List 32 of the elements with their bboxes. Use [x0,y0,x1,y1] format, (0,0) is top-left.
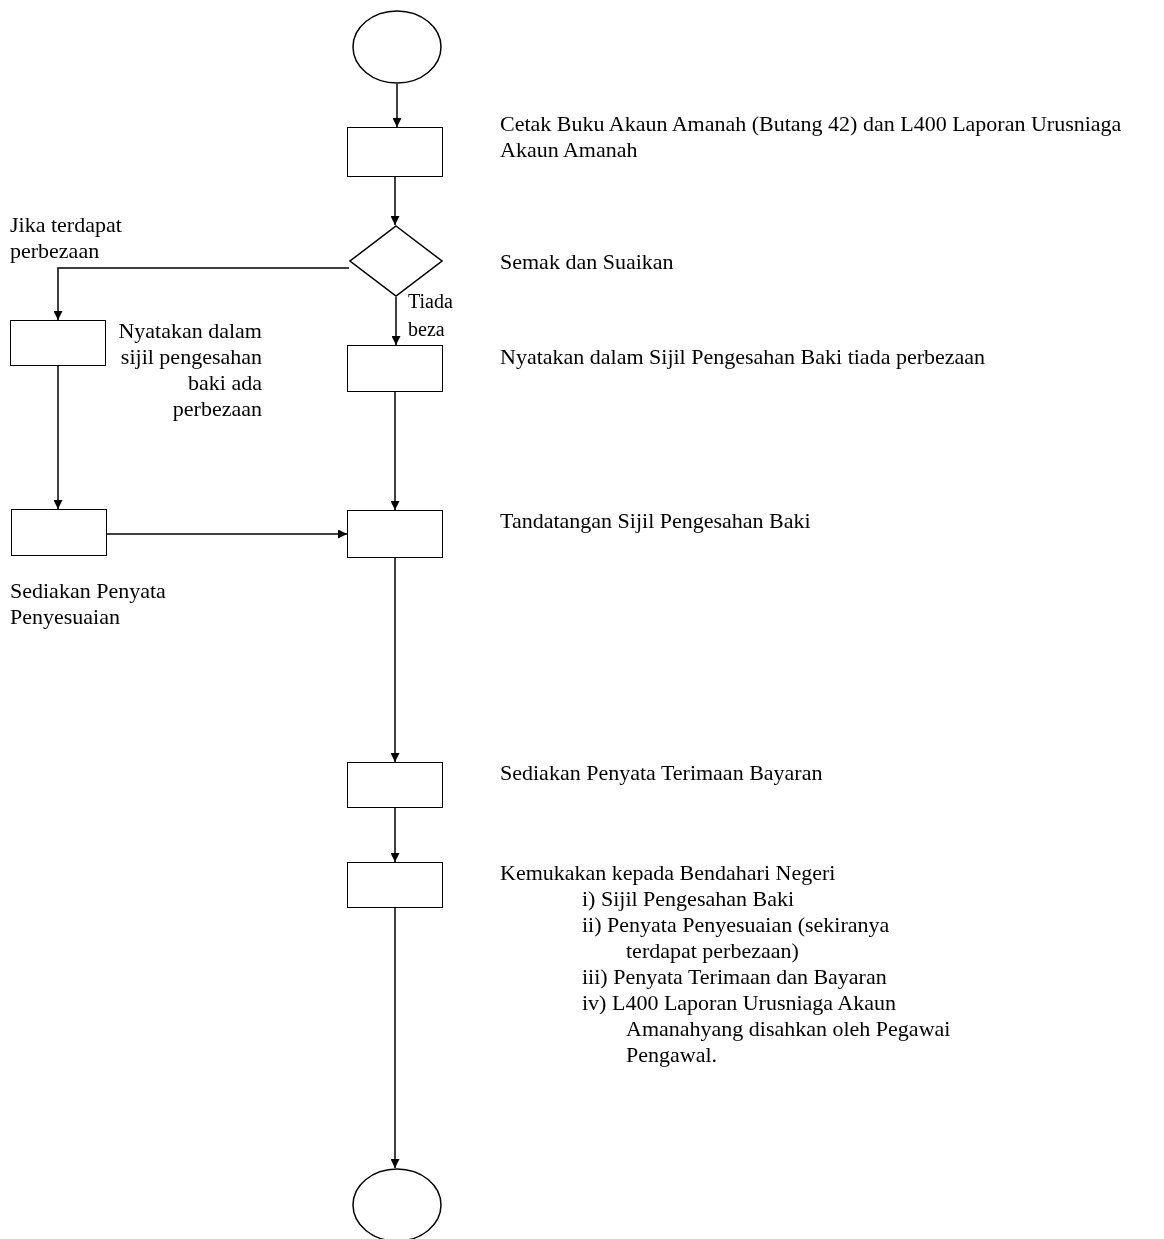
step-description: Cetak Buku Akaun Amanah (Butang 42) dan L400 Laporan Urusniaga Akaun Amanah [500,111,1123,163]
step-description: Nyatakan dalam Sijil Pengesahan Baki tiada perbezaan [500,344,987,370]
step-description: Sediakan Penyata Terimaan Bayaran [500,760,824,786]
list-item: iv) L400 Laporan Urusniaga Akaun Amanahyang disahkan oleh Pegawai Pengawal. [582,990,952,1068]
arrow [53,267,350,321]
arrow [391,296,401,346]
process-box [347,510,443,558]
process-box [347,127,443,177]
edge-label: Jika terdapat perbezaan [10,212,123,264]
arrow [106,529,348,539]
list-item: i) Sijil Pengesahan Baki [582,886,796,912]
process-box [347,762,443,808]
step-description: Tandatangan Sijil Pengesahan Baki [500,508,812,534]
arrow [390,807,400,863]
process-box [347,862,443,908]
terminal-ellipse [352,10,442,84]
process-box [347,345,443,392]
arrow [392,83,402,128]
step-description: Kemukakan kepada Bendahari Negeri [500,860,837,886]
edge-label: Tiada beza [408,289,454,342]
step-description: Nyatakan dalam sijil pengesahan baki ada perbezaan [117,318,262,422]
arrow [390,907,400,1169]
list-item: ii) Penyata Penyesuaian (sekiranya terdapat perbezaan) [582,912,891,964]
process-box [10,320,106,366]
process-box [11,509,107,556]
arrow [390,176,400,226]
step-description: Sediakan Penyata Penyesuaian [10,578,167,630]
arrow [390,391,400,511]
arrow [390,557,400,763]
list-item: iii) Penyata Terimaan dan Bayaran [582,964,888,990]
step-description: Semak dan Suaikan [500,249,675,275]
arrow [53,365,63,510]
